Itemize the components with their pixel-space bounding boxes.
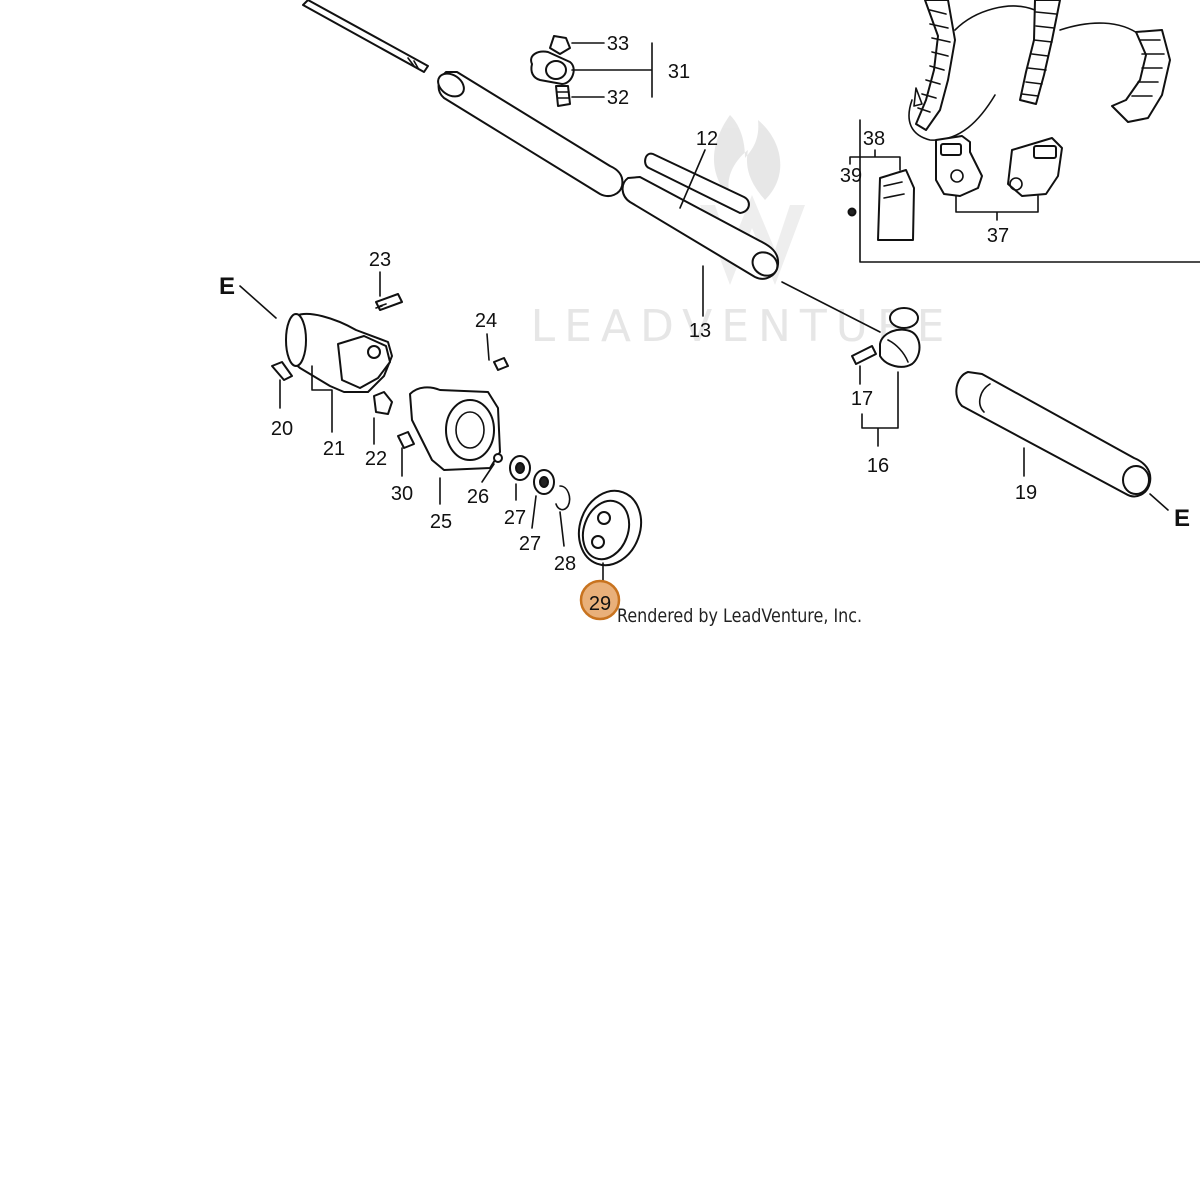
callout-29[interactable]: 29 <box>589 593 611 615</box>
callout-28[interactable]: 28 <box>554 553 576 575</box>
callout-27-a[interactable]: 27 <box>504 507 526 529</box>
part-39-screw <box>847 207 857 217</box>
callout-30[interactable]: 30 <box>391 483 413 505</box>
highlighted-part-marker[interactable] <box>579 579 621 621</box>
inset-frame <box>859 119 1200 263</box>
credit-text: Rendered by LeadVenture, Inc. <box>617 606 862 628</box>
reference-marker-e-left: E <box>219 273 235 300</box>
leader-line <box>531 495 537 529</box>
callout-19[interactable]: 19 <box>1015 482 1037 504</box>
part-17-screw <box>851 345 877 365</box>
callout-labels: 33 31 32 12 13 38 39 37 23 24 20 21 22 3… <box>219 33 1190 615</box>
leader-line <box>955 195 1039 221</box>
leader-line <box>861 371 899 447</box>
shoulder-harness <box>908 0 1171 141</box>
callout-12[interactable]: 12 <box>696 128 718 150</box>
leader-line <box>679 149 706 209</box>
leader-line <box>486 333 490 361</box>
part-24-bolt <box>493 357 509 371</box>
handle-assembly <box>851 307 1152 498</box>
callout-13[interactable]: 13 <box>689 320 711 342</box>
callout-24[interactable]: 24 <box>475 310 497 332</box>
callout-16[interactable]: 16 <box>867 455 889 477</box>
drive-shaft <box>302 0 429 73</box>
callout-23[interactable]: 23 <box>369 249 391 271</box>
part-19-handle <box>955 371 1152 498</box>
part-20-bolt <box>271 361 293 381</box>
leader-line <box>849 149 901 171</box>
part-26-ring <box>493 453 503 463</box>
callout-31[interactable]: 31 <box>668 61 690 83</box>
callout-25[interactable]: 25 <box>430 511 452 533</box>
leader-line <box>239 285 277 319</box>
part-12-sleeve <box>644 152 750 214</box>
shaft-assembly <box>302 0 780 280</box>
leader-lines <box>239 42 1169 583</box>
callout-32[interactable]: 32 <box>607 87 629 109</box>
leader-line <box>559 511 565 547</box>
callout-21[interactable]: 21 <box>323 438 345 460</box>
leader-line <box>1149 493 1169 511</box>
gear-head-assembly <box>271 293 643 567</box>
leader-line <box>311 365 333 433</box>
callout-33[interactable]: 33 <box>607 33 629 55</box>
reference-marker-e-right: E <box>1174 505 1190 532</box>
part-16-ring <box>889 307 919 329</box>
callout-20[interactable]: 20 <box>271 418 293 440</box>
upper-tube <box>437 71 624 197</box>
callout-22[interactable]: 22 <box>365 448 387 470</box>
leader-line <box>781 281 881 333</box>
part-38-plate <box>877 169 915 241</box>
part-22-bushing <box>373 391 393 415</box>
callout-39[interactable]: 39 <box>840 165 862 187</box>
callout-38[interactable]: 38 <box>863 128 885 150</box>
callout-37[interactable]: 37 <box>987 225 1009 247</box>
clamp-assembly <box>530 35 575 107</box>
leader-line <box>571 42 653 98</box>
callout-17[interactable]: 17 <box>851 388 873 410</box>
part-28-circlip <box>555 485 571 511</box>
leader-line <box>481 463 495 483</box>
callout-27-b[interactable]: 27 <box>519 533 541 555</box>
part-30-bolt <box>397 431 415 449</box>
inset-parts <box>847 135 1063 241</box>
watermark-text: LEADVENTURE <box>531 301 954 352</box>
callout-26[interactable]: 26 <box>467 486 489 508</box>
